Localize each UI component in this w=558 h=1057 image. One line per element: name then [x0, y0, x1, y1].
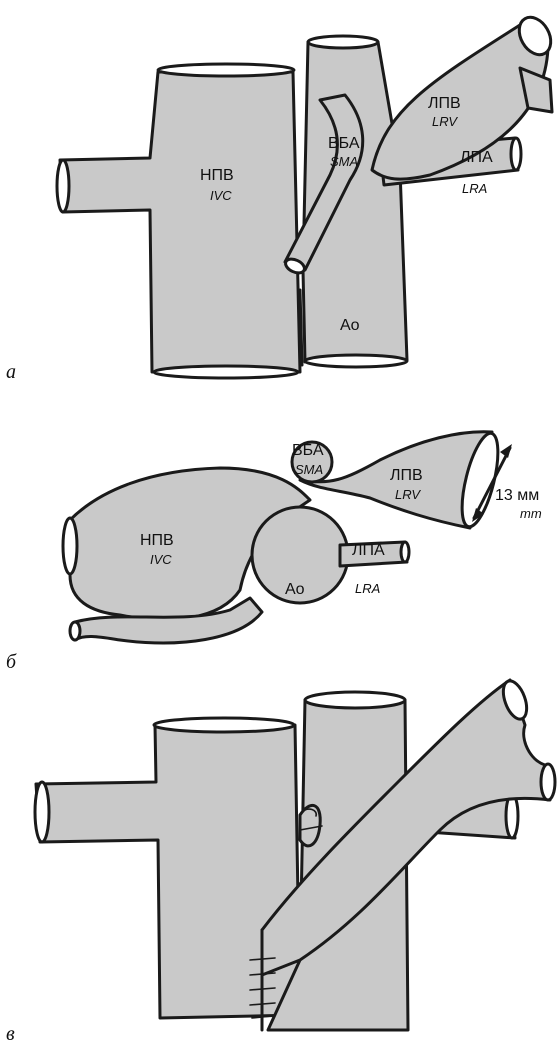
lra-label-cross: ЛПА: [352, 542, 385, 559]
sma-label: ВБА: [328, 135, 360, 152]
ivc-tail-opening: [70, 622, 80, 640]
ivc-vessel: [60, 72, 300, 372]
aorta-top-opening: [308, 36, 378, 48]
lrv-label: ЛПВ: [428, 95, 461, 112]
ivc-top-opening: [158, 64, 294, 76]
lrv-label-en: LRV: [432, 114, 458, 129]
lrv-label-cross: ЛПВ: [390, 467, 423, 484]
lra-label-en-cross: LRA: [355, 581, 380, 596]
lra-label: ЛПА: [460, 149, 493, 166]
ivc-aorta-gap: [300, 290, 302, 365]
measure-label: 13 мм: [495, 487, 539, 504]
ivc-label-cross: НПВ: [140, 532, 174, 549]
lra-opening-cross: [401, 542, 409, 562]
ivc-label: НПВ: [200, 167, 234, 184]
lrv-label-en-cross: LRV: [395, 487, 421, 502]
panel-a-letter: а: [6, 361, 16, 383]
panel-c: в: [6, 678, 555, 1045]
lra-label-en: LRA: [462, 181, 487, 196]
panel-c-letter: в: [6, 1023, 15, 1045]
ivc-bottom-opening: [154, 366, 298, 378]
ivc-top-opening-repair: [154, 718, 294, 732]
ivc-label-en-cross: IVC: [150, 552, 172, 567]
ivc-opening-compressed: [63, 518, 77, 574]
sma-label-en-cross: SMA: [295, 462, 323, 477]
panel-b: НПВ IVC ВБА SMA ЛПВ LRV ЛПА LRA Ао 13 мм…: [6, 430, 542, 673]
aorta-label: Ао: [340, 317, 360, 334]
lra-opening: [511, 138, 521, 170]
panel-a: НПВ IVC ВБА SMA ЛПВ LRV ЛПА LRA Ао а: [6, 12, 557, 383]
measure-arrowhead-top: [500, 444, 512, 458]
sma-label-en: SMA: [330, 154, 358, 169]
lrv-branch-opening-repair: [541, 764, 555, 800]
aorta-top-opening-repair: [305, 692, 405, 708]
panel-b-letter: б: [6, 651, 17, 673]
ivc-label-en: IVC: [210, 188, 232, 203]
ivc-left-branch-opening: [57, 160, 69, 212]
measure-label-en: mm: [520, 506, 542, 521]
sma-label-cross: ВБА: [292, 442, 324, 459]
aorta-label-cross: Ао: [285, 581, 305, 598]
ivc-left-opening-repair: [35, 782, 49, 842]
aorta-bottom-opening: [305, 355, 407, 367]
